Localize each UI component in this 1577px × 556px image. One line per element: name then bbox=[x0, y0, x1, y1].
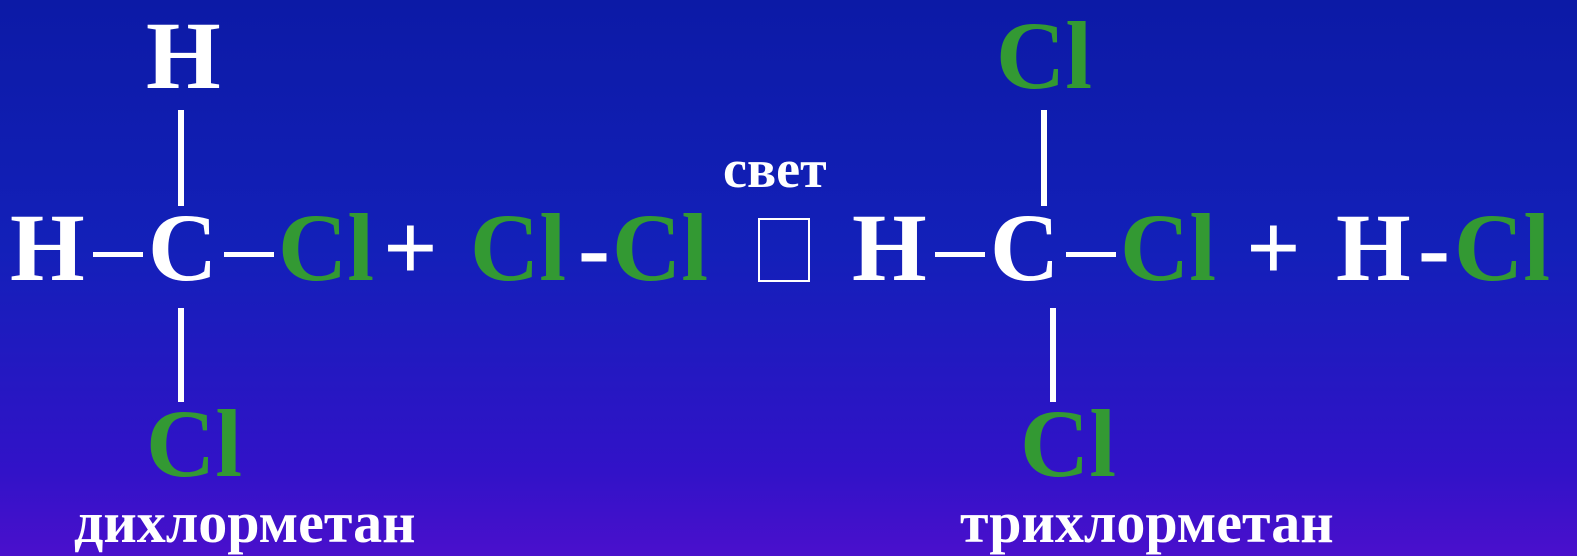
hcl-chlorine-atom: Cl bbox=[1454, 194, 1550, 301]
reactant-bottom-bond bbox=[178, 308, 184, 402]
reactant-center-atom: C bbox=[148, 194, 218, 301]
reactant-right-atom: Cl bbox=[278, 194, 374, 301]
product-top-bond bbox=[1041, 110, 1047, 206]
product-bottom-bond bbox=[1050, 308, 1056, 402]
reactant-left-bond bbox=[93, 252, 143, 257]
reactant-bottom-atom: Cl bbox=[146, 390, 242, 497]
plus-sign-1: + bbox=[383, 194, 438, 301]
product-bottom-atom: Cl bbox=[1020, 390, 1116, 497]
product-name: трихлорметан bbox=[960, 490, 1334, 555]
reaction-condition: свет bbox=[723, 139, 827, 199]
chlorine-right-atom: Cl bbox=[612, 194, 708, 301]
hcl-hydrogen-atom: H bbox=[1336, 194, 1411, 301]
plus-sign-2: + bbox=[1246, 194, 1301, 301]
chlorine-bond: - bbox=[578, 194, 610, 301]
product-right-bond bbox=[1066, 252, 1116, 257]
missing-glyph-box-icon bbox=[758, 218, 810, 282]
hcl-bond: - bbox=[1418, 194, 1450, 301]
reactant-name: дихлорметан bbox=[74, 490, 416, 555]
chlorine-left-atom: Cl bbox=[470, 194, 566, 301]
product-right-atom: Cl bbox=[1120, 194, 1216, 301]
product-center-atom: C bbox=[990, 194, 1060, 301]
reactant-top-bond bbox=[178, 110, 184, 206]
product-left-atom: H bbox=[852, 194, 927, 301]
product-top-atom: Cl bbox=[996, 2, 1092, 109]
reactant-right-bond bbox=[224, 252, 274, 257]
reactant-top-atom: H bbox=[146, 2, 221, 109]
reactant-left-atom: H bbox=[10, 194, 85, 301]
product-left-bond bbox=[935, 252, 985, 257]
